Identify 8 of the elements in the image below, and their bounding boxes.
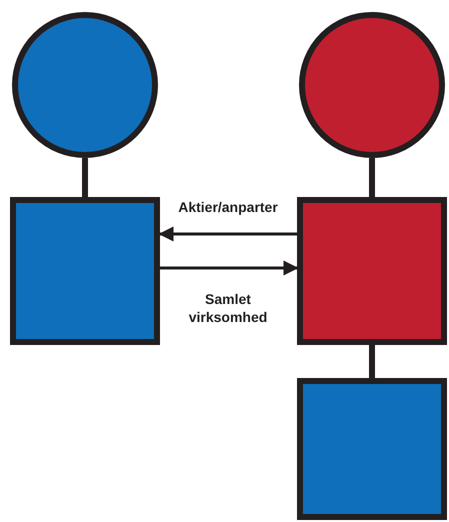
arrow	[158, 226, 297, 242]
arrow	[160, 260, 298, 276]
square	[10, 197, 160, 345]
connector-line	[82, 158, 88, 197]
square	[297, 378, 447, 520]
square	[297, 197, 447, 345]
connector-line	[369, 158, 375, 197]
connector-line	[369, 345, 375, 378]
